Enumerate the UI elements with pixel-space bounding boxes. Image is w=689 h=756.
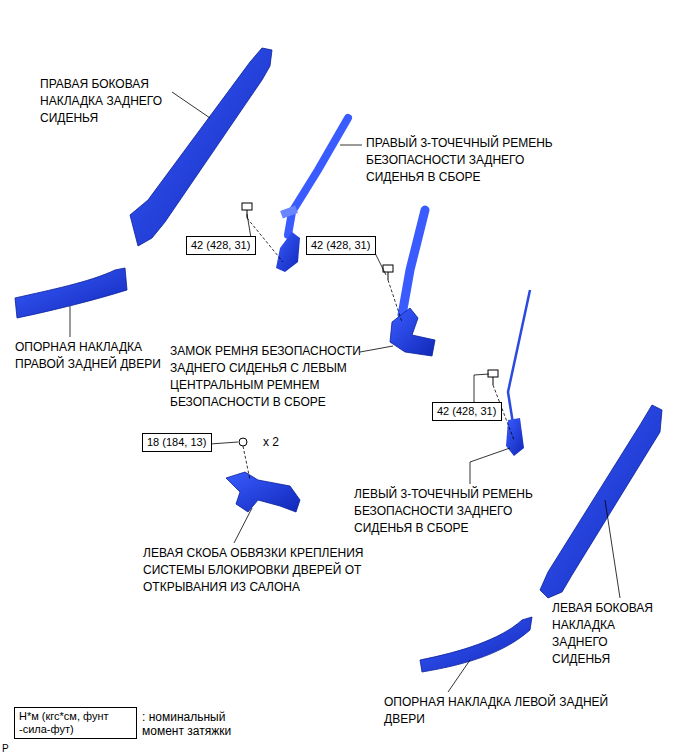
torque-box: 42 (428, 31) — [186, 236, 256, 255]
door-scuff — [15, 268, 127, 318]
part-name: ПРАВАЯ БОКОВАЯ НАКЛАДКА ЗАДНЕГО СИДЕНЬЯ — [40, 76, 180, 127]
legend-box: Н*м (кгс*см, фунт -сила-фут): номинальны… — [14, 707, 137, 739]
torque-value: 42 (428, 31) — [191, 239, 251, 252]
unit-legend: Н*м (кгс*см, фунт -сила-фут) — [19, 710, 131, 736]
belt-ring — [280, 206, 298, 219]
part-name: ПРАВЫЙ 3-ТОЧЕЧНЫЙ РЕМЕНЬ БЕЗОПАСНОСТИ ЗА… — [366, 135, 581, 186]
part-name: ОПОРНАЯ НАКЛАДКА ПРАВОЙ ЗАДНЕЙ ДВЕРИ — [15, 339, 165, 373]
torque-value: 42 (428, 31) — [437, 405, 497, 418]
torque-box: 18 (184, 13) — [142, 433, 212, 452]
part-name: ЗАМОК РЕМНЯ БЕЗОПАСНОСТИ ЗАДНЕГО СИДЕНЬЯ… — [170, 343, 370, 411]
belt-anchor — [506, 418, 524, 456]
bolt — [239, 203, 498, 446]
seat-belt — [402, 210, 425, 315]
door-scuff — [420, 617, 532, 672]
part-name: ЛЕВАЯ СКОБА ОБВЯЗКИ КРЕПЛЕНИЯ СИСТЕМЫ БЛ… — [143, 545, 368, 596]
buckle-bracket — [390, 308, 435, 356]
part-name: ЛЕВАЯ БОКОВАЯ НАКЛАДКА ЗАДНЕГО СИДЕНЬЯ — [552, 600, 667, 668]
lock-bracket — [226, 472, 300, 512]
quantity-label: x 2 — [263, 434, 293, 451]
leader-line — [70, 92, 620, 692]
side-trim — [130, 48, 272, 246]
part-name: ЛЕВЫЙ 3-ТОЧЕЧНЫЙ РЕМЕНЬ БЕЗОПАСНОСТИ ЗАД… — [354, 486, 564, 537]
figure-code: P — [2, 740, 17, 756]
belt-anchor — [276, 232, 300, 272]
legend-caption: : номинальный момент затяжки — [142, 710, 252, 738]
part-name: ОПОРНАЯ НАКЛАДКА ЛЕВОЙ ЗАДНЕЙ ДВЕРИ — [384, 694, 624, 728]
torque-value: 42 (428, 31) — [311, 239, 371, 252]
seat-belt — [288, 118, 348, 235]
side-trim — [540, 405, 662, 598]
torque-box: 42 (428, 31) — [306, 236, 376, 255]
seat-belt — [508, 290, 530, 430]
torque-value: 18 (184, 13) — [147, 436, 207, 449]
torque-box: 42 (428, 31) — [432, 402, 502, 421]
